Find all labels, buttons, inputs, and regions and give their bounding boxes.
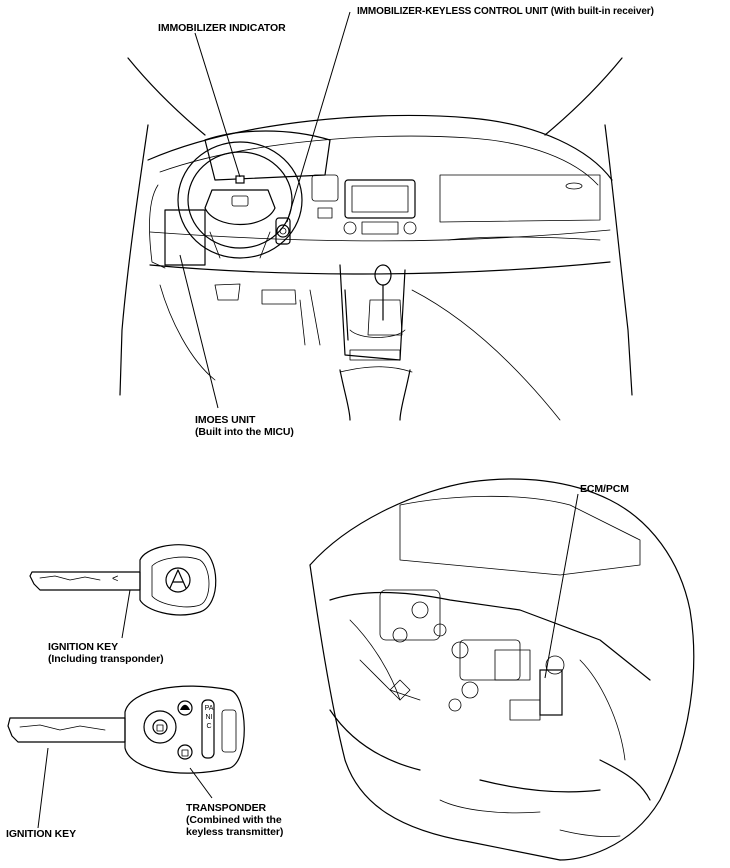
hood-open xyxy=(399,495,641,576)
panic-button[interactable] xyxy=(201,699,215,759)
transponder-label: TRANSPONDER (Combined with the keyless t… xyxy=(186,802,284,838)
leader-transponder xyxy=(189,767,213,799)
leader-control-unit xyxy=(286,11,351,223)
leader-immobilizer-indicator xyxy=(194,32,241,178)
ignition-switch xyxy=(276,224,290,238)
imoes-unit-label: IMOES UNIT (Built into the MICU) xyxy=(195,414,294,438)
glovebox xyxy=(439,174,601,223)
center-console xyxy=(339,264,406,361)
control-unit-label: IMMOBILIZER-KEYLESS CONTROL UNIT (With b… xyxy=(357,6,654,17)
center-display xyxy=(344,179,416,219)
leader-ignition-key xyxy=(37,747,49,829)
brand-emblem-icon xyxy=(165,567,191,593)
leader-imoes-unit xyxy=(179,254,219,409)
panic-button-label: PANIC xyxy=(204,705,214,730)
ecm-pcm-label: ECM/PCM xyxy=(580,483,629,495)
immobilizer-indicator-label: IMMOBILIZER INDICATOR xyxy=(158,22,286,34)
leader-ecm-pcm xyxy=(544,493,579,679)
right-a-pillar xyxy=(544,57,623,136)
left-a-pillar xyxy=(127,57,206,136)
micu-box xyxy=(164,209,206,266)
cluster-hood xyxy=(204,130,331,181)
unlock-button[interactable] xyxy=(152,719,168,735)
engine-bay xyxy=(309,478,695,861)
ignition-key-remote xyxy=(7,685,245,774)
key-mark: < xyxy=(112,573,119,585)
leader-ignition-key-transponder xyxy=(121,589,131,639)
ecm-pcm-module xyxy=(539,669,563,716)
ignition-key-label: IGNITION KEY xyxy=(6,828,76,840)
left-door xyxy=(119,124,149,396)
right-door xyxy=(604,124,633,396)
lock-button[interactable] xyxy=(177,744,193,760)
steering-hub xyxy=(204,189,276,226)
steering-wheel xyxy=(177,141,303,259)
ignition-key-transponder-label: IGNITION KEY (Including transponder) xyxy=(48,641,164,665)
ignition-key-transponder xyxy=(29,544,217,616)
